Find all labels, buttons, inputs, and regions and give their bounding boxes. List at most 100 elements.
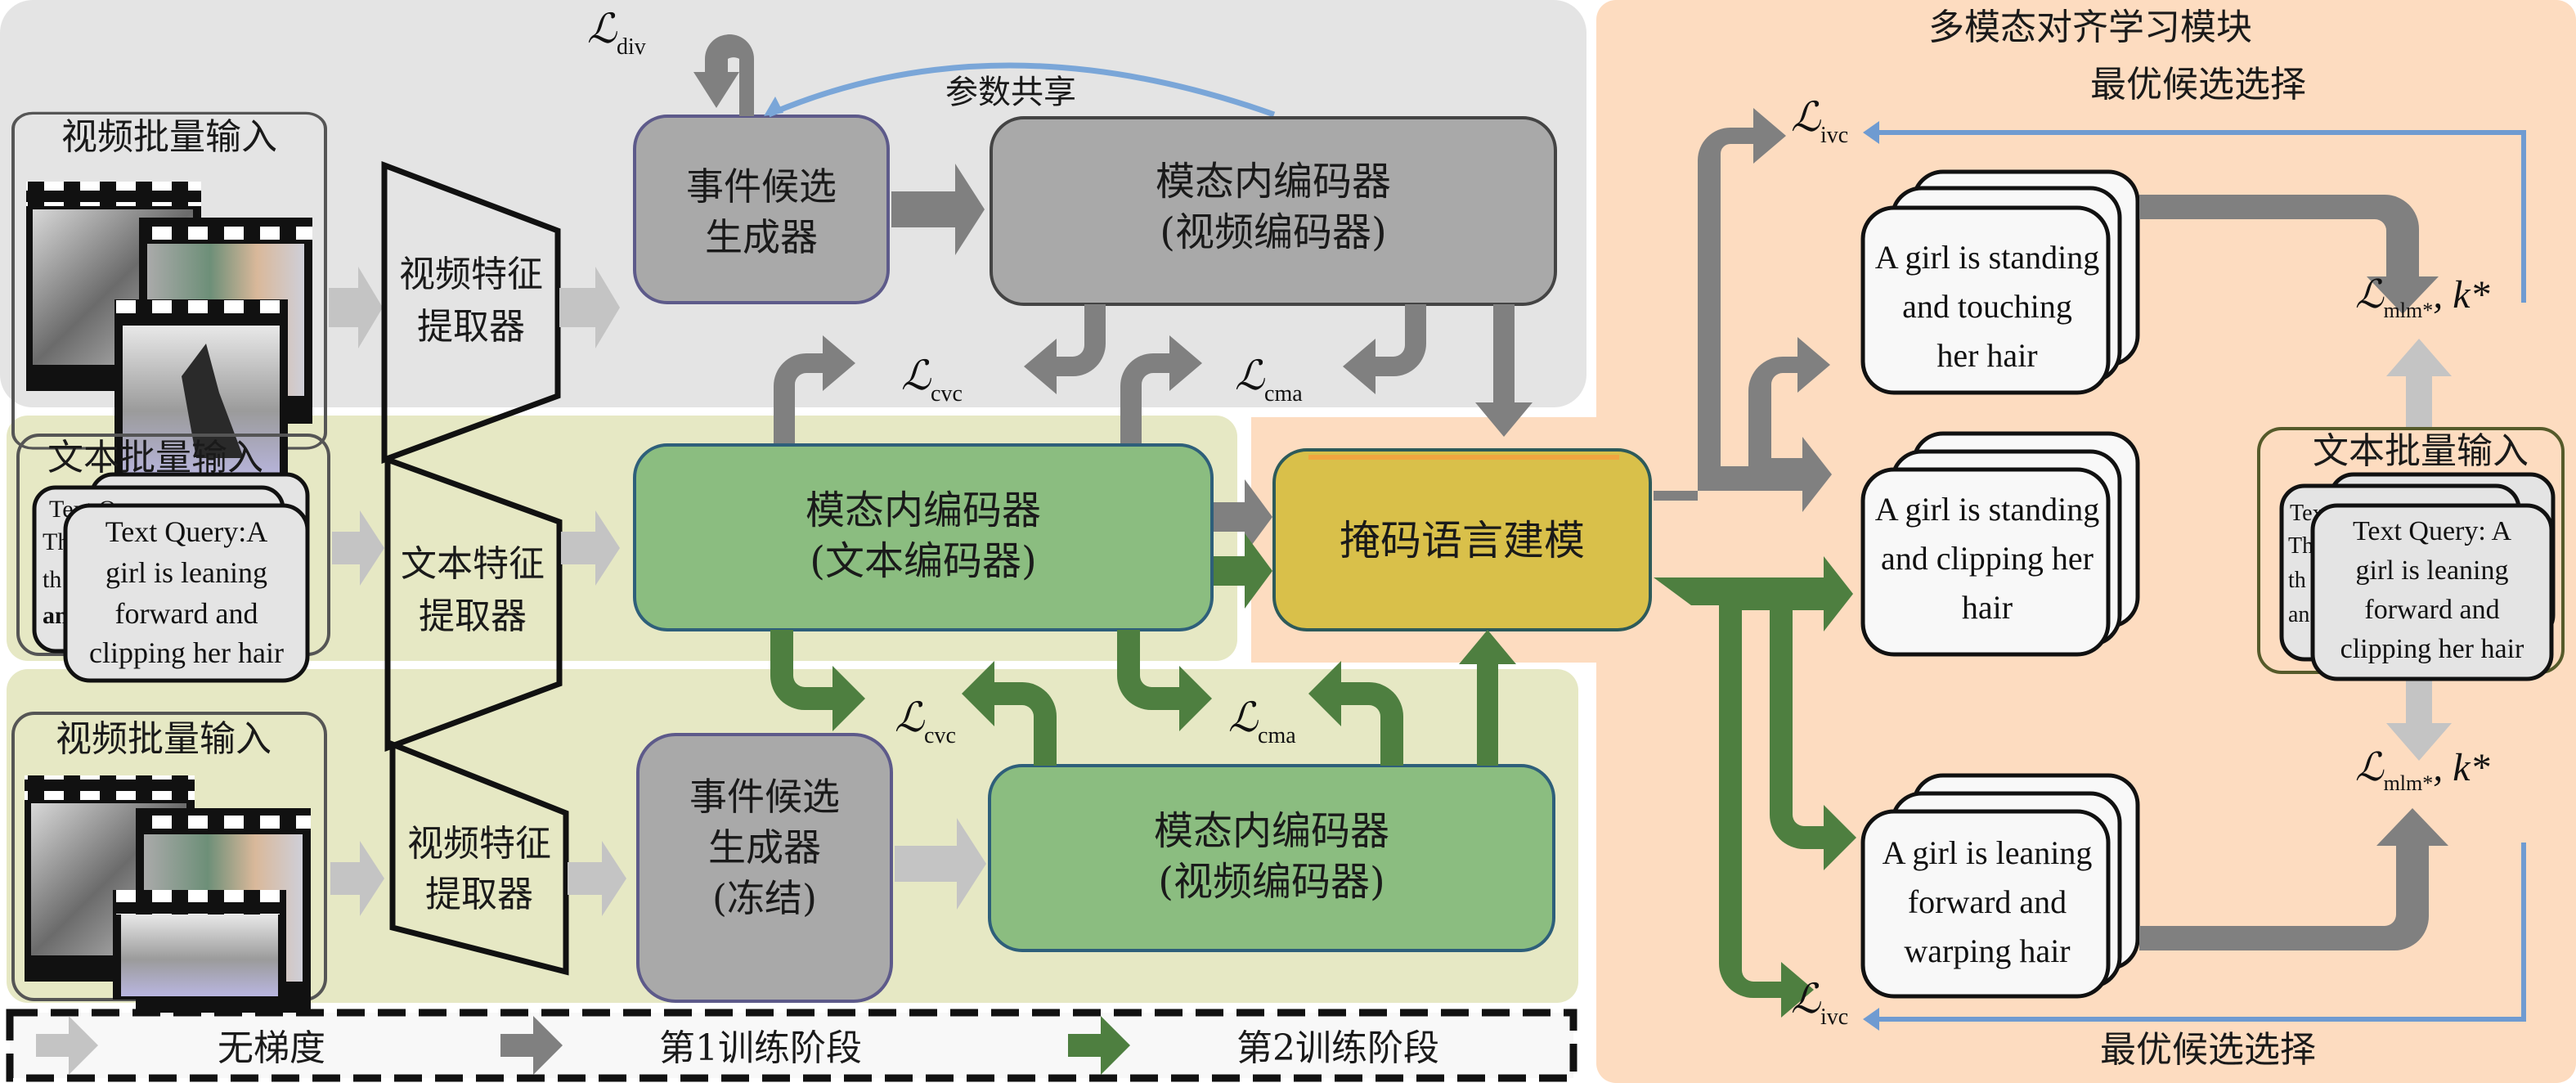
svg-text:(视频编码器): (视频编码器) <box>1160 209 1386 255</box>
stage2-video-extractor: 视频特征 提取器 <box>389 739 569 976</box>
arrow-mlm-gray-trunk <box>1654 108 1832 512</box>
svg-text:and clipping her: and clipping her <box>1881 540 2094 577</box>
svg-text:Text Query: A: Text Query: A <box>2353 516 2511 546</box>
svg-text:A girl is leaning: A girl is leaning <box>1883 834 2093 871</box>
stage2-video-input-title: 视频批量输入 <box>56 718 272 760</box>
loss-mlm-bottom-label: ℒmlm*, k* <box>2355 746 2490 795</box>
param-share-arc <box>767 62 1276 118</box>
svg-text:视频特征: 视频特征 <box>407 823 551 865</box>
svg-text:模态内编码器: 模态内编码器 <box>806 488 1041 533</box>
loss-div-label: ℒdiv <box>587 6 646 60</box>
arrow-video-encoder-to-lcma <box>1343 304 1426 394</box>
svg-text:clipping her hair: clipping her hair <box>2340 634 2524 664</box>
arrow-video-encoder-to-mlm <box>1475 304 1533 437</box>
svg-text:Text Query:A: Text Query:A <box>105 515 267 548</box>
best-select-line-bottom <box>1873 843 2526 1022</box>
svg-text:warping hair: warping hair <box>1904 932 2070 969</box>
arrow-video-encoder-to-lcvc <box>1024 304 1106 394</box>
arrow-stage2-encoder-to-lcvc <box>962 661 1057 766</box>
text-extractor: 文本特征 提取器 <box>384 456 563 753</box>
svg-text:A girl is standing: A girl is standing <box>1875 491 2099 528</box>
arrow-ldiv-loop <box>693 34 754 116</box>
loss-cvc-bottom-label: ℒcvc <box>895 694 956 748</box>
svg-text:(视频编码器): (视频编码器) <box>1158 859 1384 905</box>
best-select-top-label: 最优候选选择 <box>2090 64 2306 106</box>
loss-ivc-bottom-label: ℒivc <box>1791 976 1848 1030</box>
best-select-line-top <box>1873 130 2526 303</box>
candidate-card-3: A girl is leaning forward and warping ha… <box>1860 773 2140 999</box>
arrow-text-encoder-to-lcma-bottom <box>1117 630 1212 731</box>
right-text-input: 文本批量输入 Text Query: Th th an Text Query: … <box>2257 427 2565 681</box>
stage1-video-input-title: 视频批量输入 <box>61 116 277 158</box>
arrow-text-encoder-to-lcvc-top <box>774 335 855 443</box>
stage2-video-input: 视频批量输入 <box>11 712 327 1016</box>
stage2-proposal-generator-frozen: 事件候选 生成器 (冻结) <box>636 733 893 1003</box>
legend-stage2-label: 第2训练阶段 <box>1236 1027 1439 1069</box>
alignment-title: 多模态对齐学习模块 <box>1928 7 2252 48</box>
best-select-arrowhead-bottom <box>1863 1008 1879 1031</box>
loss-cma-bottom-label: ℒcma <box>1228 694 1296 748</box>
arrow-text-encoder-to-lcma-top <box>1120 335 1202 443</box>
svg-text:th: th <box>2288 568 2306 593</box>
legend: 无梯度 第1训练阶段 第2训练阶段 <box>6 1009 1577 1082</box>
svg-text:掩码语言建模: 掩码语言建模 <box>1340 517 1585 564</box>
svg-text:forward and: forward and <box>115 597 258 630</box>
arrow-text-batch-to-lmlm-bottom <box>2386 671 2452 761</box>
svg-text:生成器: 生成器 <box>705 215 818 259</box>
svg-text:提取器: 提取器 <box>417 306 525 348</box>
svg-text:Th: Th <box>2288 533 2313 559</box>
svg-text:模态内编码器: 模态内编码器 <box>1154 808 1389 854</box>
loss-ivc-top-label: ℒivc <box>1791 94 1848 148</box>
arrow-video-input-to-extractor <box>329 267 383 348</box>
svg-text:girl is leaning: girl is leaning <box>105 556 267 589</box>
arrow-mlm-green-trunk <box>1654 556 1856 1018</box>
arrow-candidate1-to-lmlm <box>2139 195 2439 314</box>
legend-stage1-label: 第1训练阶段 <box>659 1027 862 1069</box>
param-share-label: 参数共享 <box>945 74 1076 111</box>
svg-text:A girl is standing: A girl is standing <box>1875 239 2099 276</box>
arrow-stage2-proposal-to-video-encoder <box>895 818 986 910</box>
loss-cma-top-label: ℒcma <box>1235 353 1303 407</box>
svg-text:clipping her hair: clipping her hair <box>89 636 284 669</box>
arrow-stage2-encoder-to-mlm <box>1459 630 1516 766</box>
right-text-input-title: 文本批量输入 <box>2313 430 2529 472</box>
legend-nograd-arrow-icon <box>36 1016 98 1075</box>
svg-text:文本特征: 文本特征 <box>401 543 545 585</box>
arrow-stage2-encoder-to-lcma <box>1308 661 1403 766</box>
arrow-stage2-extractor-to-proposal <box>568 841 626 916</box>
best-select-bottom-label: 最优候选选择 <box>2100 1029 2316 1071</box>
svg-text:forward and: forward and <box>1908 883 2067 920</box>
arrow-proposal-to-video-encoder <box>891 164 985 255</box>
svg-text:(冻结): (冻结) <box>712 876 817 920</box>
svg-text:提取器: 提取器 <box>425 874 533 915</box>
svg-text:and touching: and touching <box>1902 288 2072 325</box>
text-encoder: 模态内编码器 (文本编码器) <box>633 443 1214 631</box>
svg-text:视频特征: 视频特征 <box>399 254 543 295</box>
arrow-text-input-to-extractor <box>332 510 384 586</box>
param-share-arrowhead <box>764 97 783 116</box>
svg-text:hair: hair <box>1962 589 2013 626</box>
arrow-text-encoder-to-mlm-stage1 <box>1214 479 1272 555</box>
best-select-arrowhead-top <box>1863 121 1879 144</box>
arrow-extractor-to-proposal <box>559 267 620 348</box>
arrow-text-encoder-to-mlm-stage2 <box>1214 533 1272 609</box>
candidate-card-2: A girl is standing and clipping her hair <box>1860 431 2140 657</box>
legend-stage2-arrow-icon <box>1068 1016 1130 1075</box>
svg-text:生成器: 生成器 <box>708 825 821 870</box>
text-input-title: 文本批量输入 <box>47 437 263 479</box>
arrow-candidate3-to-lmlm <box>2139 808 2448 950</box>
candidate-card-1: A girl is standing and touching her hair <box>1860 169 2140 395</box>
stage1-video-encoder: 模态内编码器 (视频编码器) <box>990 116 1557 306</box>
svg-text:提取器: 提取器 <box>419 595 527 637</box>
loss-mlm-top-label: ℒmlm*, k* <box>2355 273 2490 322</box>
svg-text:her hair: her hair <box>1936 337 2037 374</box>
legend-stage1-arrow-icon <box>500 1016 563 1075</box>
svg-text:an: an <box>2288 602 2309 627</box>
svg-text:th: th <box>43 566 61 593</box>
stage1-video-extractor: 视频特征 提取器 <box>381 160 561 465</box>
arrow-text-extractor-to-encoder <box>561 510 620 586</box>
svg-text:事件候选: 事件候选 <box>689 775 840 819</box>
text-input: 文本批量输入 Text Query: Th th an Text Query:A… <box>16 434 330 683</box>
stage1-proposal-generator: 事件候选 生成器 <box>633 115 890 304</box>
